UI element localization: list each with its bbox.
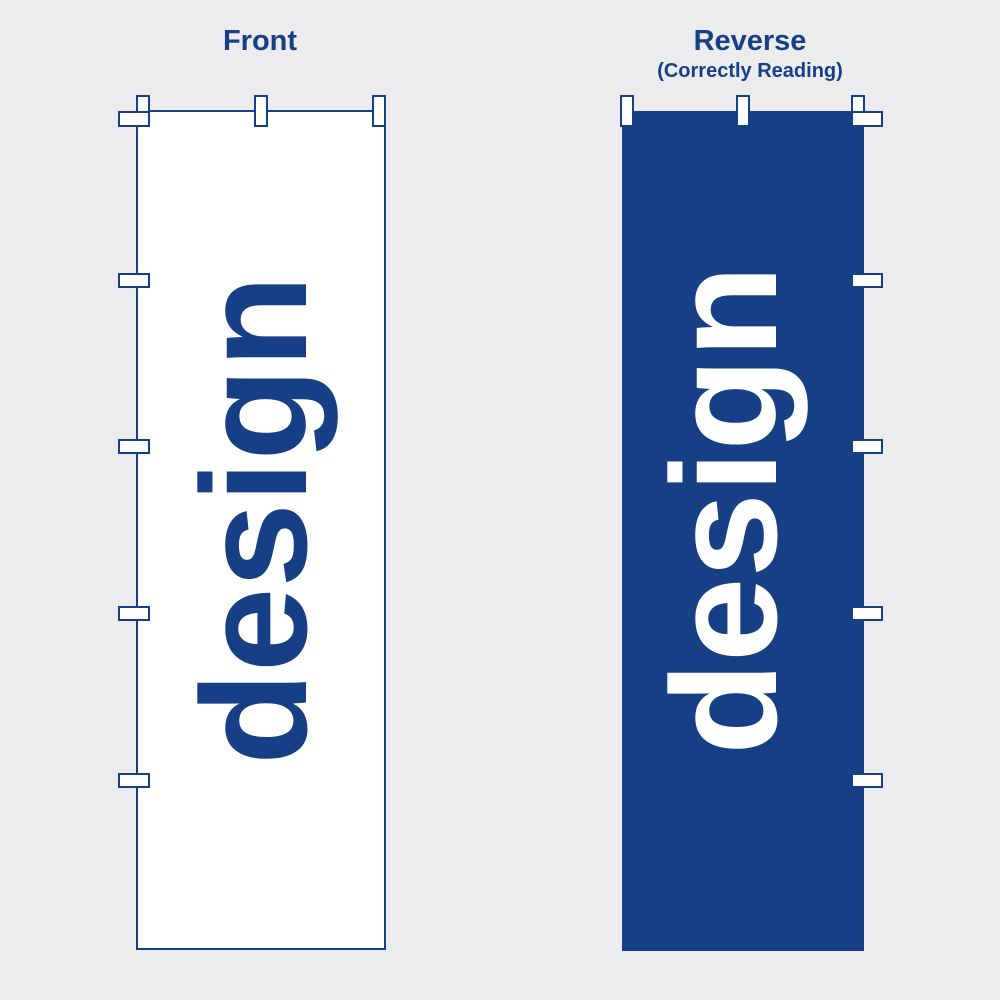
- reverse-top-loop-middle: [736, 95, 750, 127]
- reverse-top-loop-left: [620, 95, 634, 127]
- reverse-sublabel: (Correctly Reading): [657, 60, 843, 82]
- reverse-side-loop: [851, 439, 883, 454]
- front-top-loop-middle: [254, 95, 268, 127]
- front-corner-loop: [118, 111, 150, 127]
- front-side-loop: [118, 439, 150, 454]
- reverse-side-loop: [851, 773, 883, 788]
- reverse-label: Reverse: [693, 25, 807, 57]
- front-flag: design: [118, 95, 386, 950]
- front-top-loop-right: [372, 95, 386, 127]
- reverse-corner-loop: [851, 111, 883, 127]
- front-label: Front: [222, 25, 298, 57]
- reverse-side-loop: [851, 606, 883, 621]
- front-word: design: [170, 275, 338, 765]
- reverse-side-loop: [851, 273, 883, 288]
- reverse-flag: design: [620, 95, 883, 951]
- front-side-loop: [118, 606, 150, 621]
- front-side-loop: [118, 273, 150, 288]
- reverse-word: design: [640, 265, 808, 755]
- reverse-banner: [622, 111, 864, 951]
- front-side-loop: [118, 773, 150, 788]
